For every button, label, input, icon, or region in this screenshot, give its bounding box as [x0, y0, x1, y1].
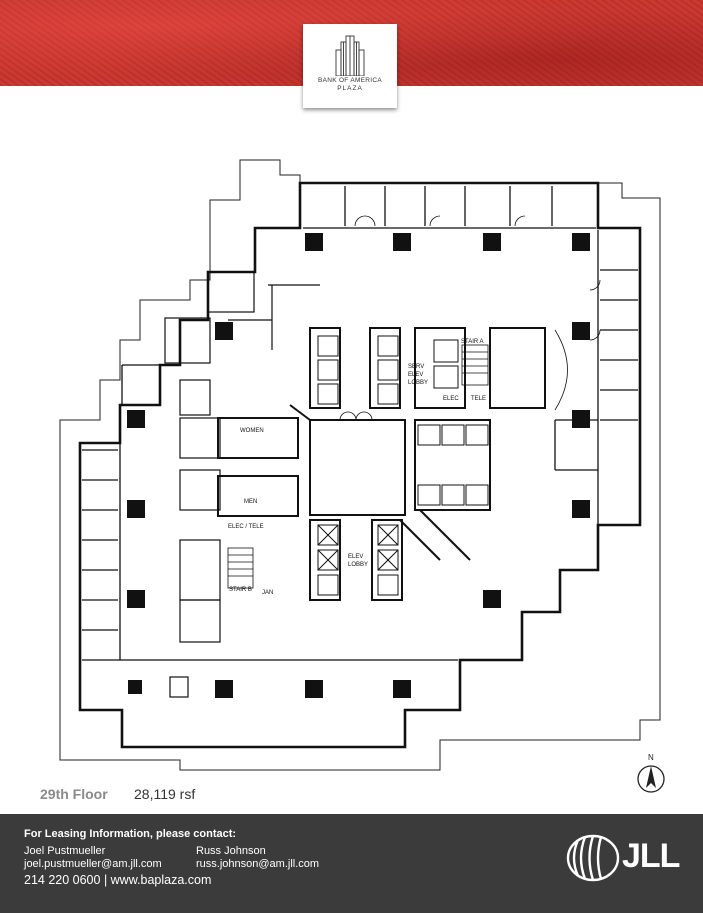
inner-rooms	[164, 271, 320, 643]
label-elec: ELEC	[443, 396, 459, 402]
brand-line-1: BANK OF AMERICA	[317, 77, 383, 84]
label-lobby: LOBBY	[408, 380, 428, 386]
building-perimeter	[78, 181, 642, 749]
label-men: MEN	[244, 499, 257, 505]
columns	[127, 233, 590, 698]
contact1-name: Joel Pustmueller	[24, 845, 106, 857]
building-logo: BANK OF AMERICA PLAZA	[303, 24, 397, 108]
leasing-heading: For Leasing Information, please contact:	[24, 828, 237, 840]
footer: For Leasing Information, please contact:…	[0, 814, 703, 913]
jll-logo-icon	[566, 834, 620, 882]
brand-line-2: PLAZA	[337, 85, 363, 92]
label-elev: ELEV	[408, 372, 423, 378]
label-elev-lobby-1: ELEV	[348, 554, 363, 560]
stairs	[227, 344, 489, 589]
door-swings	[339, 215, 601, 421]
contact2-email[interactable]: russ.johnson@am.jll.com	[196, 858, 320, 870]
outer-boundary	[59, 159, 661, 771]
jll-brand: JLL	[622, 837, 680, 875]
right-offices	[554, 230, 638, 525]
floor-name: 29th Floor	[40, 786, 108, 802]
phone-website[interactable]: 214 220 0600 | www.baplaza.com	[24, 873, 212, 887]
top-offices	[303, 186, 596, 229]
label-women: WOMEN	[240, 428, 264, 434]
label-tele: TELE	[471, 396, 486, 402]
label-stair-b: STAIR B	[229, 587, 252, 593]
compass-n: N	[648, 753, 654, 762]
label-serv: SERV	[408, 364, 424, 370]
elevators	[317, 335, 489, 596]
floor-plan: WOMEN MEN ELEC / TELE STAIR B JAN STAIR …	[59, 159, 661, 771]
label-elev-lobby-2: LOBBY	[348, 562, 368, 568]
label-stair-a: STAIR A	[461, 339, 484, 345]
north-arrow-icon: N	[637, 753, 665, 793]
contact1-email[interactable]: joel.pustmueller@am.jll.com	[24, 858, 162, 870]
label-jan: JAN	[262, 590, 273, 596]
contact2-name: Russ Johnson	[196, 845, 266, 857]
left-offices	[82, 364, 458, 661]
label-elec-tele: ELEC / TELE	[228, 524, 264, 530]
tower-icon	[335, 35, 365, 76]
core	[217, 327, 546, 601]
floor-area: 28,119 rsf	[134, 786, 196, 802]
